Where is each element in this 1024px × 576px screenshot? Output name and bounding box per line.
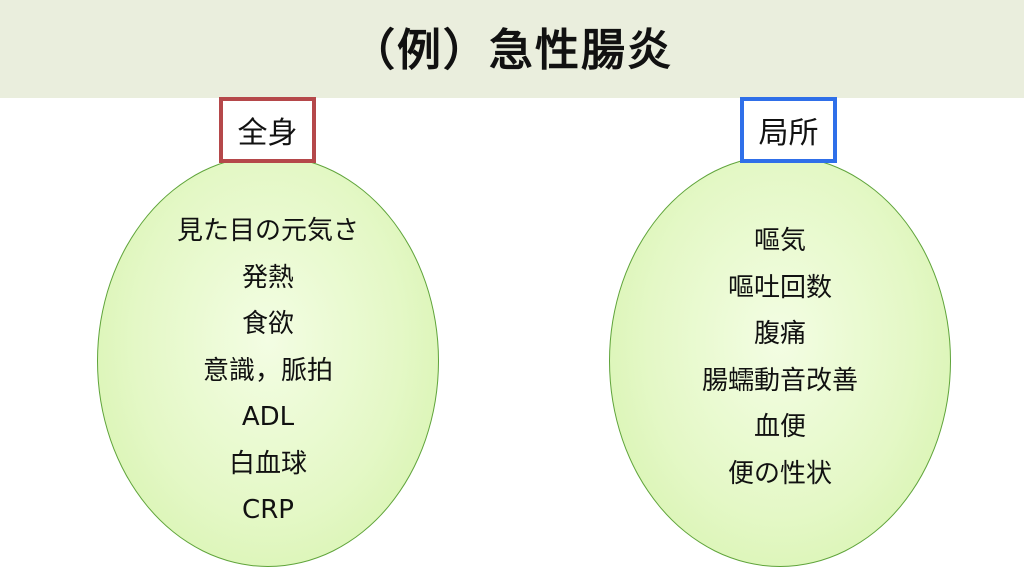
- slide-title: （例）急性腸炎: [351, 25, 673, 76]
- local-item-list: 嘔気 嘔吐回数 腹痛 腸蠕動音改善 血便 便の性状: [630, 218, 930, 497]
- list-item: 白血球: [228, 448, 307, 479]
- list-item: 便の性状: [727, 458, 832, 489]
- list-item: 発熱: [241, 262, 294, 293]
- whole-body-ellipse: [97, 155, 439, 567]
- list-item: 食欲: [241, 309, 294, 339]
- list-item: 腹痛: [753, 319, 806, 349]
- title-band: （例）急性腸炎: [0, 0, 1024, 98]
- list-item: CRP: [242, 495, 294, 525]
- whole-body-item-list: 見た目の元気さ 発熱 食欲 意識，脈拍 ADL 白血球 CRP: [118, 208, 418, 534]
- list-item: 意識，脈拍: [202, 355, 333, 386]
- list-item: 血便: [753, 412, 806, 442]
- whole-body-label: 全身: [219, 97, 316, 163]
- list-item: 見た目の元気さ: [176, 216, 359, 246]
- list-item: ADL: [241, 402, 295, 432]
- list-item: 腸蠕動音改善: [701, 365, 858, 396]
- local-ellipse: [609, 155, 951, 567]
- list-item: 嘔気: [753, 226, 806, 256]
- local-label: 局所: [740, 97, 837, 163]
- list-item: 嘔吐回数: [727, 272, 832, 303]
